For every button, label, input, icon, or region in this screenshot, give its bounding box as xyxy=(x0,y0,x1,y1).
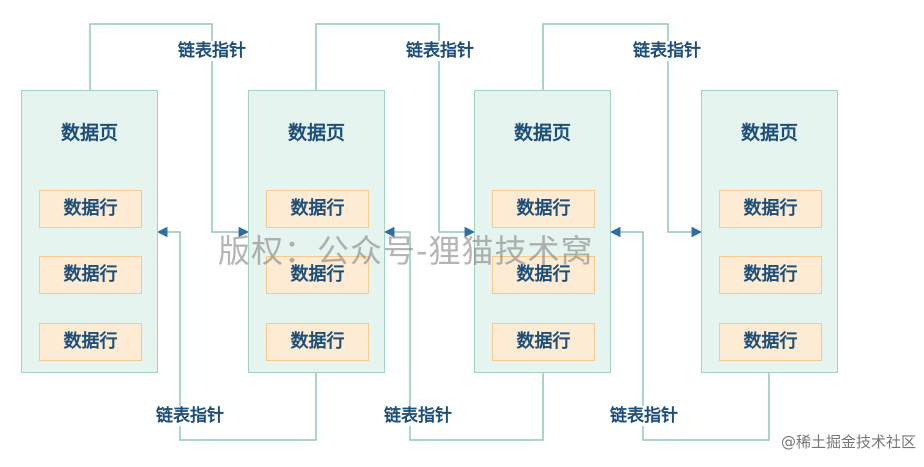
backward-pointer-label-2: 链表指针 xyxy=(372,406,464,426)
data-row: 数据行 xyxy=(266,256,369,294)
data-page-title: 数据页 xyxy=(513,122,571,144)
forward-pointer-wire-1 xyxy=(89,23,250,238)
forward-pointer-label-3: 链表指针 xyxy=(621,41,713,61)
forward-pointer-label-2: 链表指针 xyxy=(394,41,486,61)
data-row: 数据行 xyxy=(266,190,369,228)
data-row: 数据行 xyxy=(266,323,369,361)
data-page-4: 数据页数据行数据行数据行 xyxy=(701,90,838,373)
data-row: 数据行 xyxy=(719,256,822,294)
data-row: 数据行 xyxy=(719,323,822,361)
forward-pointer-wire-3 xyxy=(542,23,703,238)
backward-pointer-label-3: 链表指针 xyxy=(598,406,690,426)
data-row: 数据行 xyxy=(719,190,822,228)
backward-pointer-wire-1 xyxy=(156,226,317,441)
source-credit: @稀土掘金技术社区 xyxy=(780,433,916,451)
forward-pointer-wire-2 xyxy=(315,23,476,238)
data-page-title: 数据页 xyxy=(287,122,345,144)
backward-pointer-label-1: 链表指针 xyxy=(144,406,236,426)
data-page-3: 数据页数据行数据行数据行 xyxy=(474,90,611,373)
backward-pointer-wire-3 xyxy=(609,226,770,441)
data-page-2: 数据页数据行数据行数据行 xyxy=(248,90,385,373)
data-row: 数据行 xyxy=(39,323,142,361)
data-row: 数据行 xyxy=(492,190,595,228)
data-page-title: 数据页 xyxy=(740,122,798,144)
backward-pointer-wire-2 xyxy=(383,226,544,441)
data-row: 数据行 xyxy=(492,256,595,294)
data-page-title: 数据页 xyxy=(60,122,118,144)
data-row: 数据行 xyxy=(39,190,142,228)
data-row: 数据行 xyxy=(39,256,142,294)
watermark-text: 版权：公众号-狸猫技术窝 xyxy=(218,232,594,270)
data-row: 数据行 xyxy=(492,323,595,361)
forward-pointer-label-1: 链表指针 xyxy=(166,41,258,61)
data-page-1: 数据页数据行数据行数据行 xyxy=(21,90,158,373)
